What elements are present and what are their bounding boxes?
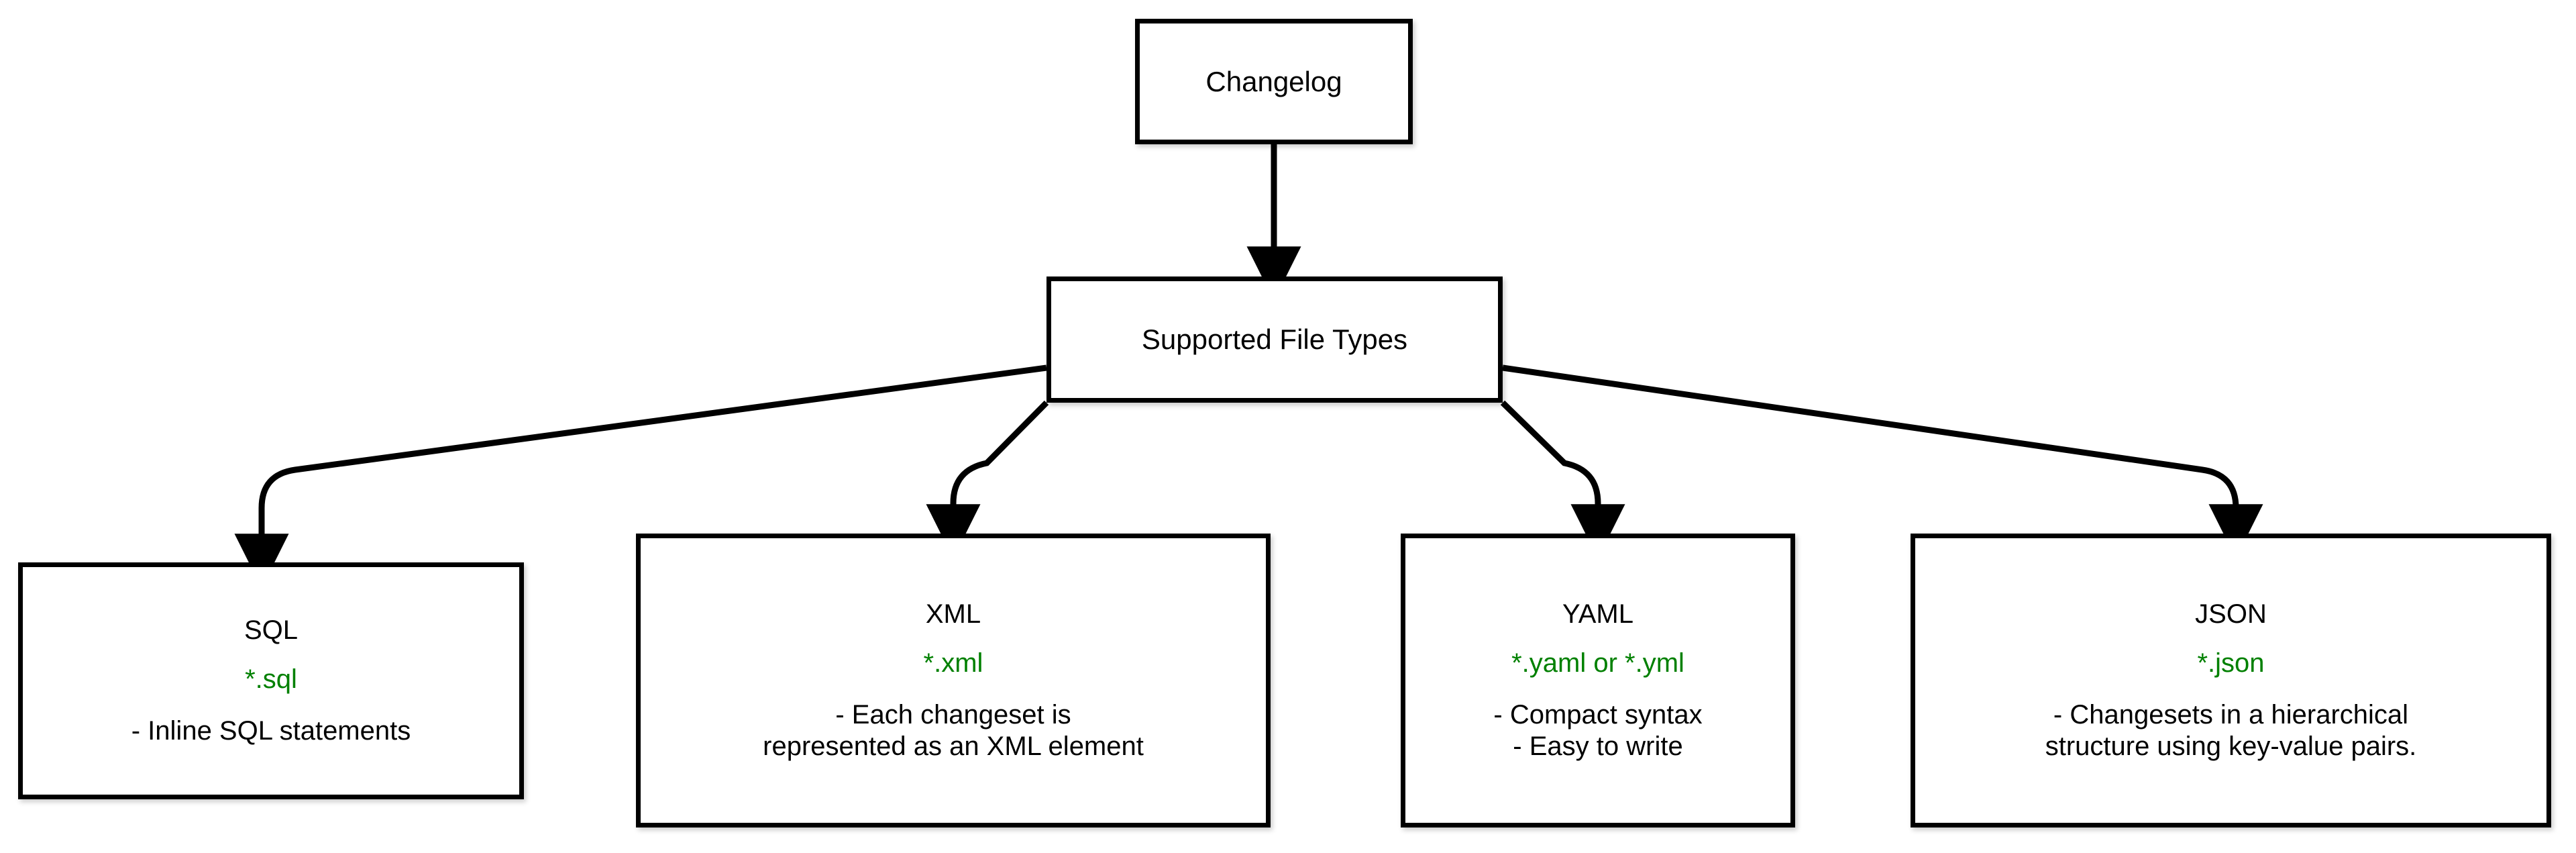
node-xml-title: XML	[925, 599, 981, 629]
node-xml-description-line-2: represented as an XML element	[763, 732, 1144, 762]
node-yaml-title: YAML	[1562, 599, 1633, 629]
node-supported-file-types-title: Supported File Types	[1141, 323, 1408, 356]
node-sql[interactable]: SQL *.sql - Inline SQL statements	[18, 562, 524, 799]
node-yaml-description-line-2: - Easy to write	[1513, 732, 1683, 762]
node-yaml-extension: *.yaml or *.yml	[1511, 648, 1684, 678]
edge-supported-to-json	[1502, 364, 2263, 559]
node-sql-description-line-1: - Inline SQL statements	[131, 716, 411, 746]
node-json-title: JSON	[2195, 599, 2267, 629]
node-xml-description-line-1: - Each changeset is	[835, 700, 1071, 730]
edge-supported-to-yaml	[1500, 400, 1625, 559]
node-yaml-description-line-1: - Compact syntax	[1493, 700, 1703, 730]
node-json-description-line-1: - Changesets in a hierarchical	[2053, 700, 2409, 730]
node-sql-extension: *.sql	[245, 664, 297, 694]
node-supported-file-types[interactable]: Supported File Types	[1046, 277, 1503, 403]
edge-supported-to-sql	[234, 364, 1047, 589]
node-changelog-title: Changelog	[1205, 65, 1342, 97]
node-json-description-line-2: structure using key-value pairs.	[2045, 732, 2417, 762]
node-yaml[interactable]: YAML *.yaml or *.yml - Compact syntax - …	[1401, 534, 1795, 827]
node-json[interactable]: JSON *.json - Changesets in a hierarchic…	[1911, 534, 2551, 827]
node-json-extension: *.json	[2197, 648, 2265, 678]
edge-supported-to-xml	[926, 400, 1049, 559]
node-xml[interactable]: XML *.xml - Each changeset is represente…	[636, 534, 1271, 827]
node-changelog[interactable]: Changelog	[1135, 19, 1413, 144]
node-xml-extension: *.xml	[923, 648, 983, 678]
node-sql-title: SQL	[244, 615, 299, 645]
